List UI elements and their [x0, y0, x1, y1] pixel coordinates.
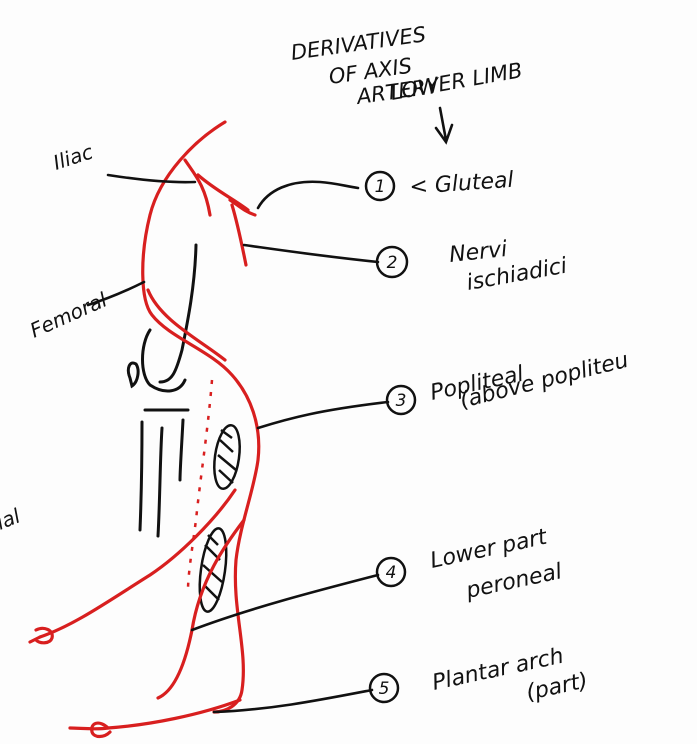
foot-branch-left — [28, 626, 54, 645]
item-1-number: 1 — [375, 177, 386, 197]
muscle-upper-hatch — [217, 428, 237, 484]
femur-condyle — [141, 328, 187, 393]
leader-femoral — [86, 280, 146, 307]
circle-2 — [375, 245, 409, 279]
item-5-number: 5 — [379, 679, 390, 699]
item-3-number: 3 — [396, 391, 407, 411]
bones — [126, 243, 198, 538]
muscle-upper — [213, 424, 241, 490]
left-labels: Iliac Femoral ial — [0, 139, 111, 534]
femur-shaft — [158, 243, 198, 384]
leader-5 — [212, 688, 374, 714]
item-1-line-1: < Gluteal — [409, 168, 515, 200]
calf-branch-left — [38, 488, 237, 639]
item-4-line-2: peroneal — [463, 559, 564, 604]
femoral-label: Femoral — [26, 287, 111, 342]
gluteal-branch — [228, 198, 257, 217]
axis-artery-main — [141, 120, 261, 714]
leader-iliac — [106, 173, 197, 184]
leg-branch-lower — [156, 518, 246, 700]
item-2-line-1: Nervi — [448, 237, 508, 268]
circle-4 — [375, 556, 407, 588]
patella — [126, 361, 140, 389]
leader-1 — [256, 180, 360, 210]
leader-lines — [86, 106, 454, 714]
fibula — [178, 418, 185, 482]
muscle-lower-hatch — [202, 534, 223, 601]
tibia-right — [156, 426, 164, 538]
iliac-label: Iliac — [50, 139, 96, 174]
title-block: DERIVATIVES OF AXIS ARTERY LOWER LIMB — [289, 22, 524, 109]
femoral-vessel — [146, 288, 227, 362]
circle-3 — [385, 384, 417, 416]
tibial-partial-label: ial — [0, 503, 24, 534]
title-arrow — [434, 106, 454, 145]
circle-5 — [368, 672, 400, 704]
leader-2 — [242, 243, 380, 264]
muscles — [198, 424, 241, 613]
foot-branch-right — [68, 698, 242, 731]
item-4-number: 4 — [386, 563, 397, 583]
artery-tree — [28, 120, 261, 739]
foot-loop — [90, 721, 112, 739]
tibia-left — [138, 420, 144, 532]
ischiadic-branch — [230, 203, 248, 267]
leader-4 — [190, 573, 380, 632]
leader-3 — [256, 400, 390, 430]
item-2-number: 2 — [387, 253, 398, 273]
iliac-branch-a — [183, 158, 212, 217]
dotted-vessel — [186, 379, 214, 591]
number-circles — [364, 170, 417, 704]
number-labels: 1 2 3 4 5 — [375, 177, 407, 699]
iliac-branch-b — [196, 173, 250, 212]
muscle-lower — [198, 527, 228, 613]
item-texts: < Gluteal Nervi ischiadici Popliteal (ab… — [409, 168, 631, 706]
circle-1 — [364, 170, 396, 202]
